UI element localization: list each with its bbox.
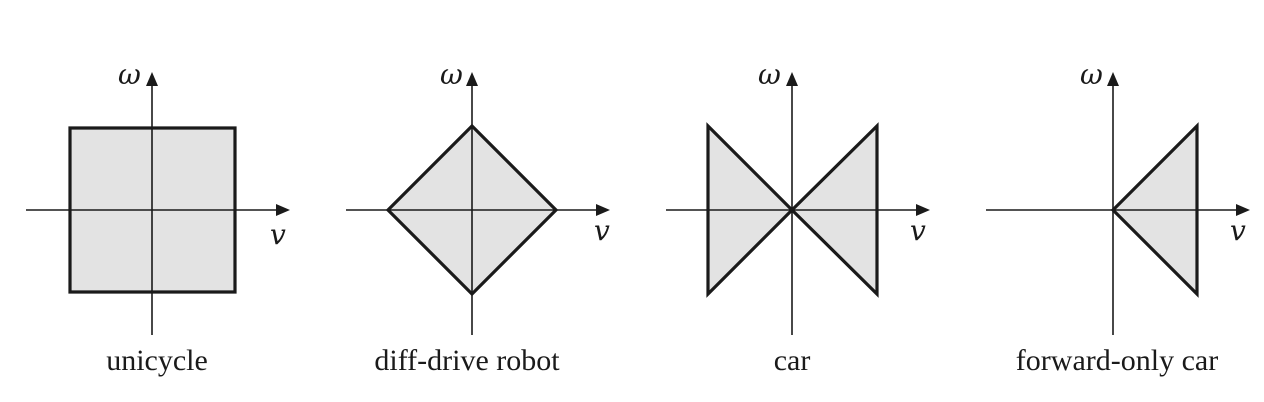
omega-axis-arrow-icon xyxy=(146,72,158,86)
panel-unicycle: ω v unicycle xyxy=(26,58,290,377)
v-axis-arrow-icon xyxy=(916,204,930,216)
v-axis-label: v xyxy=(910,214,926,247)
v-axis-label: v xyxy=(594,214,610,247)
v-axis-label: v xyxy=(1230,214,1246,247)
omega-axis-label: ω xyxy=(1080,58,1103,91)
omega-axis-arrow-icon xyxy=(1107,72,1119,86)
panel-caption: diff-drive robot xyxy=(374,344,560,377)
panel-diff-drive-robot: ω v diff-drive robot xyxy=(346,58,610,377)
omega-axis-arrow-icon xyxy=(786,72,798,86)
v-axis-arrow-icon xyxy=(596,204,610,216)
v-axis-label: v xyxy=(270,218,286,251)
omega-axis-label: ω xyxy=(440,58,463,91)
v-axis-arrow-icon xyxy=(1236,204,1250,216)
panel-car: ω v car xyxy=(666,58,930,377)
panel-forward-only-car: ω v forward-only car xyxy=(986,58,1250,377)
panel-caption: car xyxy=(774,344,811,377)
v-axis-arrow-icon xyxy=(276,204,290,216)
panel-caption: unicycle xyxy=(106,344,208,377)
omega-axis-label: ω xyxy=(118,58,141,91)
omega-axis-label: ω xyxy=(758,58,781,91)
panel-caption: forward-only car xyxy=(1016,344,1218,377)
omega-axis-arrow-icon xyxy=(466,72,478,86)
